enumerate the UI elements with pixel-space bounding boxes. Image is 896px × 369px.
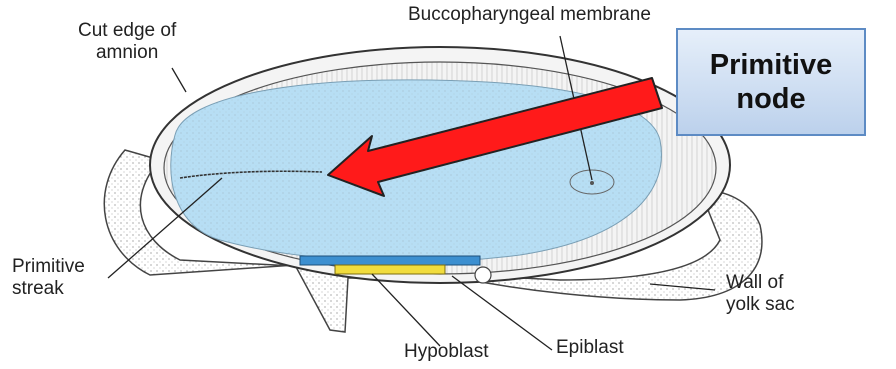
label-hypoblast: Hypoblast xyxy=(404,341,489,363)
label-primitive-streak: Primitive streak xyxy=(12,256,85,300)
label-buccopharyngeal: Buccopharyngeal membrane xyxy=(408,4,651,26)
leader-hypoblast xyxy=(372,274,440,346)
callout-line2: node xyxy=(736,83,805,115)
callout-line1: Primitive xyxy=(710,49,833,81)
label-epiblast: Epiblast xyxy=(556,337,624,359)
label-wall-line2: yolk sac xyxy=(726,294,795,316)
label-primitive-streak-line1: Primitive xyxy=(12,256,85,278)
label-cut-edge-line1: Cut edge of xyxy=(78,20,176,42)
label-wall-line1: Wall of xyxy=(726,272,795,294)
label-cut-edge: Cut edge of amnion xyxy=(78,20,176,64)
label-primitive-streak-line2: streak xyxy=(12,278,85,300)
cut-edge-fold xyxy=(475,267,491,283)
primitive-node-callout: Primitive node xyxy=(676,28,866,136)
epiblast-strip xyxy=(300,256,480,265)
label-wall-of-yolk-sac: Wall of yolk sac xyxy=(726,272,795,316)
label-cut-edge-line2: amnion xyxy=(78,42,176,64)
leader-cut-edge xyxy=(172,68,186,92)
buccopharyngeal-dot xyxy=(590,181,594,185)
callout-text: Primitive node xyxy=(710,48,833,116)
hypoblast-strip xyxy=(335,265,445,274)
